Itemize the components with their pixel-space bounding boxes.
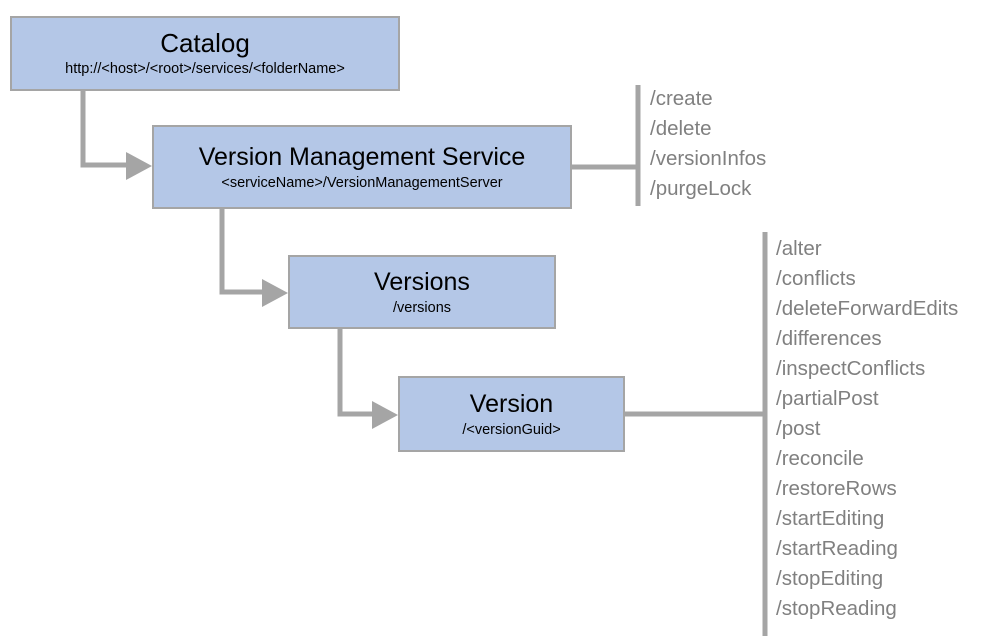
node-versions-title: Versions — [374, 267, 470, 296]
node-catalog[interactable]: Catalog http://<host>/<root>/services/<f… — [10, 16, 400, 91]
node-version-management-service-subtitle: <serviceName>/VersionManagementServer — [221, 174, 503, 191]
edge-catalog-to-service — [80, 91, 152, 180]
node-versions-subtitle: /versions — [392, 299, 452, 316]
node-versions[interactable]: Versions /versions — [288, 255, 556, 329]
operation-item: /stopReading — [776, 597, 897, 620]
edge-version-to-operations — [625, 232, 768, 636]
operation-item: /restoreRows — [776, 477, 897, 500]
operation-item: /conflicts — [776, 267, 856, 290]
node-version-management-service-title: Version Management Service — [198, 142, 526, 171]
operation-item: /deleteForwardEdits — [776, 297, 959, 320]
operation-item: /inspectConflicts — [776, 357, 926, 380]
node-version-title: Version — [469, 389, 554, 418]
operation-list-version: /alter/conflicts/deleteForwardEdits/diff… — [776, 234, 958, 624]
edge-service-to-operations — [572, 85, 641, 206]
node-catalog-title: Catalog — [160, 28, 250, 58]
edge-versions-to-version — [337, 329, 398, 429]
operation-item: /alter — [776, 237, 822, 260]
operation-item: /purgeLock — [650, 177, 752, 200]
operation-item: /create — [650, 87, 713, 110]
operation-item: /versionInfos — [650, 147, 767, 170]
operation-item: /differences — [776, 327, 882, 350]
operation-list-service: /create/delete/versionInfos/purgeLock — [650, 84, 766, 204]
operation-item: /reconcile — [776, 447, 864, 470]
node-version[interactable]: Version /<versionGuid> — [398, 376, 625, 452]
node-catalog-subtitle: http://<host>/<root>/services/<folderNam… — [65, 61, 345, 77]
operation-item: /startEditing — [776, 507, 885, 530]
operation-item: /partialPost — [776, 387, 879, 410]
node-version-subtitle: /<versionGuid> — [462, 421, 561, 438]
edge-service-to-versions — [219, 209, 288, 307]
operation-item: /post — [776, 417, 821, 440]
operation-item: /stopEditing — [776, 567, 884, 590]
operation-item: /startReading — [776, 537, 898, 560]
operation-item: /delete — [650, 117, 712, 140]
node-version-management-service[interactable]: Version Management Service <serviceName>… — [152, 125, 572, 209]
